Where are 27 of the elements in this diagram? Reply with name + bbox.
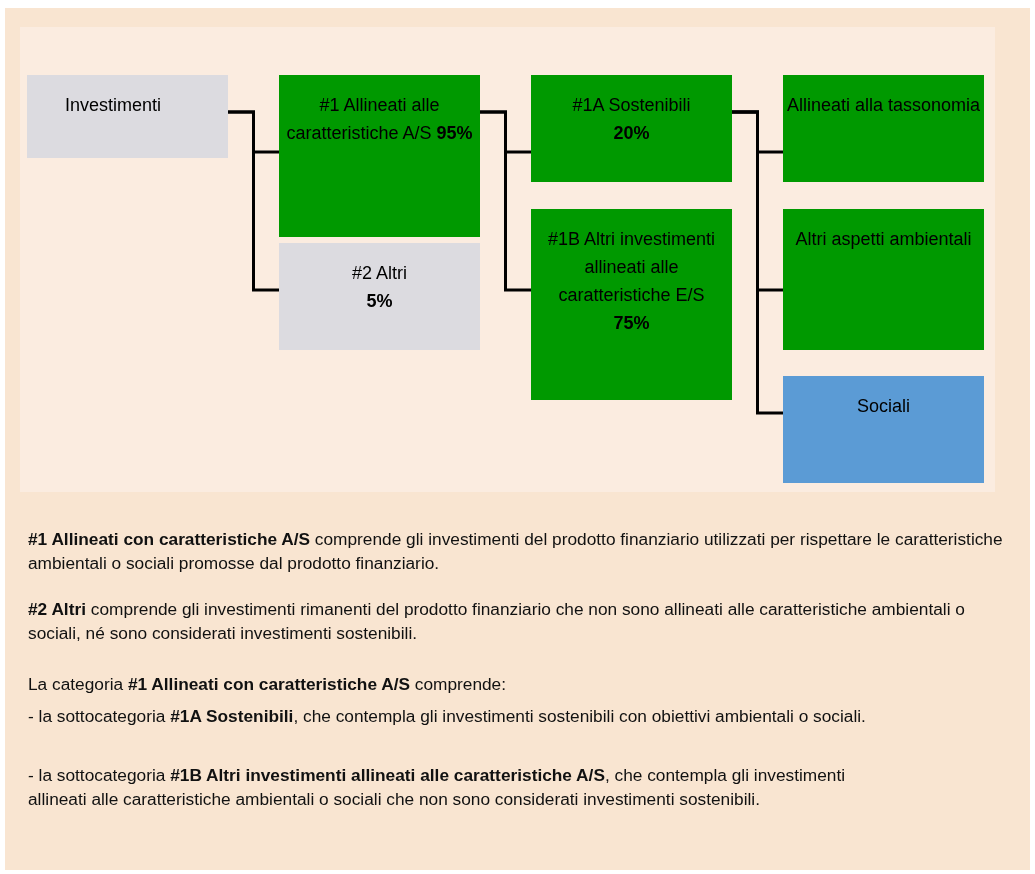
box-label: Investimenti [65,94,163,117]
category-box [279,243,480,350]
note-paragraph: - la sottocategoria #1A Sostenibili, che contempla gli investimenti sostenibili con obiettivi ambientali o sociali. [28,705,867,728]
box-label: #2 Altri [351,262,408,285]
note-paragraph: #2 Altri comprende gli investimenti rimanenti del prodotto finanziario che non sono allineati alle caratteristiche ambientali o sociali, né sono considerati investimenti sostenibili. [28,598,966,645]
box-label: Sociali [856,395,911,418]
category-box [783,75,984,182]
category-box [531,75,732,182]
connector-line [480,110,531,292]
box-label: 75% [612,312,651,335]
box-label: 20% [612,122,651,145]
box-label: #1 Allineati alle caratteristiche A/S 95% [285,94,474,145]
category-box [783,209,984,350]
category-box [531,209,732,400]
connector-line [732,110,783,415]
box-label: #1B Altri investimenti allineati alle caratteristiche E/S [546,228,717,307]
note-paragraph: #1 Allineati con caratteristiche A/S comprende gli investimenti del prodotto finanziario utilizzati per rispettare le caratteristiche ambientali o sociali promosse dal prodotto finanziario. [28,528,1004,575]
box-label: #1A Sostenibili [571,94,692,117]
box-label: 5% [365,290,394,313]
connector-line [228,110,279,292]
box-label: Altri aspetti ambientali [794,228,973,251]
category-box [783,376,984,483]
category-box [27,75,228,158]
note-paragraph: La categoria #1 Allineati con caratteristiche A/S comprende: [28,673,508,696]
category-box [279,75,480,237]
box-label: Allineati alla tassonomia [785,94,982,117]
note-paragraph: - la sottocategoria #1B Altri investimenti allineati alle caratteristiche A/S, che contempla gli investimenti allineati alle caratteristiche ambientali o sociali che non sono considerati investimenti sostenibili. [28,764,847,811]
